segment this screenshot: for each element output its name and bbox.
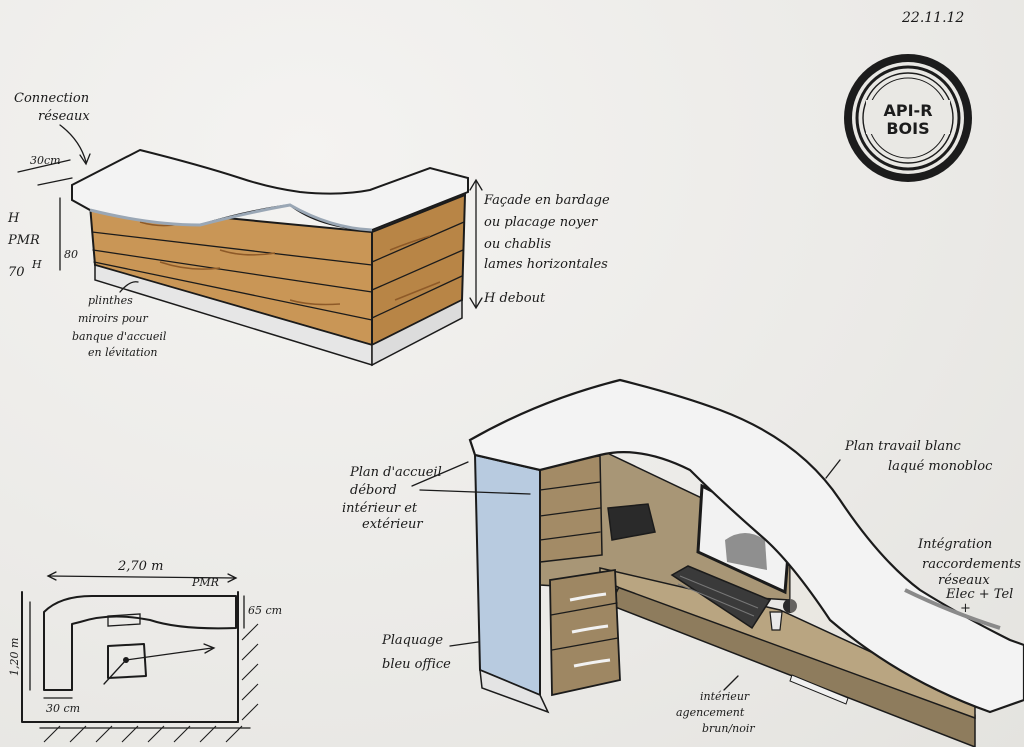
desk2-drawer-unit (549, 568, 621, 697)
label-facade-3: ou chablis (484, 237, 551, 252)
plan-pmr-label: PMR (191, 576, 219, 589)
dim-h-label: H (31, 258, 42, 271)
label-interior-3: brun/noir (702, 722, 755, 735)
label-integration-3: réseaux (938, 573, 990, 588)
desk1-drawing (71, 148, 469, 367)
label-connections-1: Connection (14, 91, 89, 106)
connections-arrow (59, 124, 87, 163)
label-reception-2: débord (350, 483, 397, 498)
plan-arrow-right (125, 647, 213, 661)
interior-arrow (723, 675, 739, 691)
plan-room-outline (21, 591, 239, 723)
depth-dim-line (17, 159, 71, 173)
plan-width-dim (47, 575, 237, 579)
blue-arrow (449, 641, 479, 647)
plan-30-label: 30 cm (46, 702, 80, 715)
label-reception-4: extérieur (362, 517, 423, 532)
label-h-pmr-2: PMR (7, 233, 40, 248)
label-reception-1: Plan d'accueil (349, 465, 442, 480)
desk2-annotations: Plan travail blanc laqué monobloc Plan d… (342, 439, 1021, 735)
plan-arrow-down (103, 659, 127, 685)
label-blue-1: Plaquage (381, 633, 443, 648)
label-facade-1: Façade en bardage (483, 193, 610, 208)
label-h-pmr-3: 70 (8, 265, 25, 280)
label-interior-1: intérieur (700, 690, 750, 703)
plinth-arrow (119, 281, 139, 293)
label-plinth-1: plinthes (88, 294, 133, 307)
label-worktop-1: Plan travail blanc (844, 439, 961, 454)
label-h-pmr-1: H (7, 211, 20, 226)
reception-arrow-1 (411, 461, 469, 487)
plan-width-label: 2,70 m (117, 559, 163, 574)
label-plinth-3: banque d'accueil (72, 330, 167, 343)
label-connections-2: réseaux (38, 109, 90, 124)
plan-desk-shape (43, 595, 237, 691)
label-worktop-2: laqué monobloc (888, 459, 993, 474)
cup-icon (769, 611, 783, 631)
label-integration-2: raccordements (922, 557, 1021, 572)
reception-arrow-2 (419, 489, 531, 495)
plan-height-label: 1,20 m (8, 638, 21, 676)
desk2-drawing (468, 378, 1024, 747)
mouse-icon (783, 599, 797, 613)
label-integration-5: + (960, 601, 971, 616)
drawer-handle (573, 658, 611, 668)
logo-stamp: API-R BOIS (844, 54, 972, 182)
desk2-blue-panel (473, 453, 541, 697)
plan-chair-icon (107, 643, 147, 679)
label-h-debout: H debout (483, 291, 546, 306)
dim-80-label: 80 (64, 248, 78, 261)
telephone-icon (607, 503, 656, 541)
label-interior-2: agencement (676, 706, 745, 719)
label-blue-2: bleu office (382, 657, 451, 672)
label-integration-4: Elec + Tel (945, 587, 1013, 602)
dim-depth-label: 30cm (30, 154, 61, 167)
date-label: 22.11.12 (901, 10, 964, 26)
worktop-arrow (825, 459, 841, 479)
label-reception-3: intérieur et (342, 501, 418, 516)
label-plinth-2: miroirs pour (78, 312, 148, 325)
floor-plan: 2,70 m PMR 1,20 m 65 cm 30 cm (8, 559, 282, 743)
logo-line1: API-R (883, 101, 932, 120)
label-integration-1: Intégration (917, 537, 992, 552)
plan-65-label: 65 cm (248, 604, 282, 617)
label-facade-4: lames horizontales (484, 257, 608, 272)
label-facade-2: ou placage noyer (484, 215, 598, 230)
desk1-annotations: Connection réseaux 30cm H PMR 70 H 80 Fa… (7, 91, 610, 359)
drawer-handle (569, 592, 607, 602)
drawer-handle (571, 624, 609, 634)
logo-line2: BOIS (886, 119, 929, 138)
label-plinth-4: en lévitation (88, 346, 157, 359)
